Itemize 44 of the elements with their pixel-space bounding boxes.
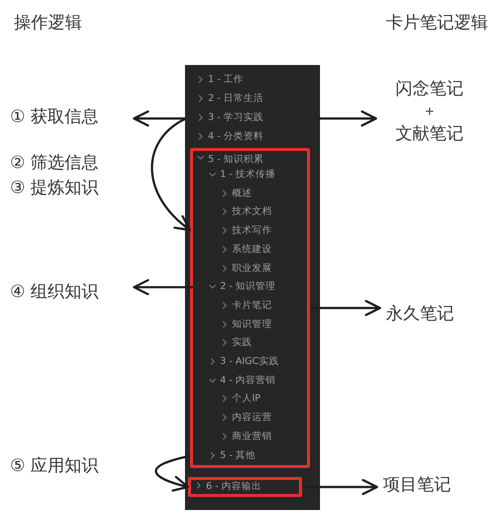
tree-item-label: 技术写作 — [232, 224, 272, 238]
step-label: ⑤ 应用知识 — [10, 455, 130, 477]
file-tree-panel — [185, 65, 320, 510]
step-label: 项目笔记 — [383, 474, 473, 496]
note-type-label: 文献笔记 — [394, 123, 464, 145]
tree-item-label: 实践 — [232, 336, 252, 350]
column-heading: 卡片笔记逻辑 — [386, 12, 488, 34]
tree-item-label: 2 - 日常生活 — [208, 92, 264, 106]
tree-item-label: 5 - 知识积累 — [208, 153, 264, 167]
tree-item-label: 1 - 技术传播 — [220, 168, 276, 182]
tree-item-label: 卡片笔记 — [232, 298, 272, 313]
tree-item-label: 6 - 内容输出 — [206, 480, 262, 494]
tree-item-label: 商业营销 — [232, 430, 272, 444]
highlight-box — [188, 477, 302, 497]
tree-item-label: 职业发展 — [232, 262, 272, 276]
tree-item-label: 技术文档 — [232, 205, 272, 220]
tree-item-label: 系统建设 — [232, 242, 272, 257]
tree-item-label: 知识管理 — [232, 318, 272, 332]
arrow — [155, 454, 190, 492]
tree-item-label: 5 - 其他 — [220, 448, 256, 462]
tree-item-label: 内容运营 — [232, 411, 272, 426]
arrow — [310, 300, 382, 316]
tree-item-label: 2 - 知识管理 — [220, 280, 276, 294]
arrow — [132, 279, 193, 296]
tree-item-label: 概述 — [232, 186, 252, 201]
step-label: ③ 提炼知识 — [10, 177, 99, 199]
note-type-label: 闪念笔记 — [394, 78, 464, 100]
column-heading: 操作逻辑 — [14, 12, 82, 34]
plus-sign: + — [423, 103, 436, 120]
tree-item-label: 4 - 分类资料 — [208, 130, 264, 144]
tree-item-label: 3 - 学习实践 — [208, 111, 264, 125]
arrow — [302, 478, 378, 496]
step-label: ② 筛选信息 — [10, 152, 99, 174]
tree-item-label: 个人IP — [232, 392, 261, 406]
arrow — [132, 110, 186, 127]
tree-item-label: 4 - 内容营销 — [220, 374, 276, 388]
step-label: 永久笔记 — [386, 303, 476, 325]
tree-item-label: 1 - 工作 — [208, 73, 244, 87]
step-label: ① 获取信息 — [10, 106, 130, 128]
arrow — [318, 110, 378, 127]
step-label: ④ 组织知识 — [10, 281, 130, 303]
tree-item-label: 3 - AIGC实践 — [220, 355, 279, 369]
arrow — [150, 118, 192, 232]
highlight-box — [190, 148, 310, 468]
